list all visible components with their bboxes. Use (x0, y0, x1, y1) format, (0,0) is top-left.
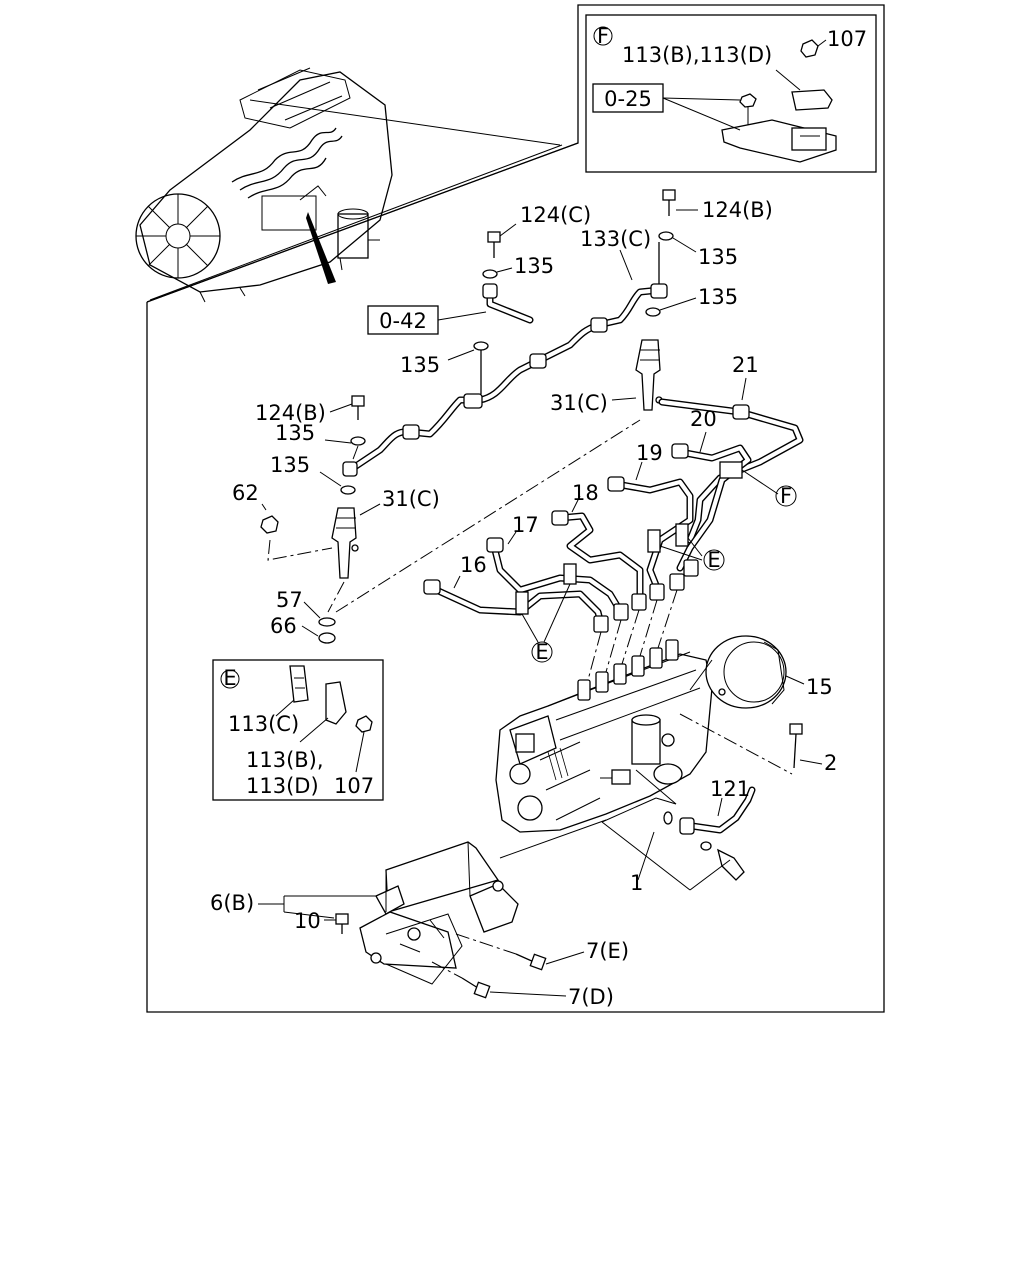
pipe-clamp-5 (719, 461, 743, 479)
nozzle-31c-left: 31(C) (331, 487, 440, 579)
label-6b: 6(B) (210, 891, 254, 915)
inset-e: E 113(C) 113(B), 113(D) 107 (212, 659, 384, 801)
label-135-e: 135 (275, 421, 315, 445)
timer-15-icon (689, 635, 787, 709)
label-135-c: 135 (698, 285, 738, 309)
label-17: 17 (512, 513, 539, 537)
inset-e-marker-text: E (223, 666, 236, 690)
label-21: 21 (732, 353, 759, 377)
label-62: 62 (232, 481, 259, 505)
callout-f-text: F (780, 484, 792, 508)
label-135-b: 135 (698, 245, 738, 269)
label-inset-e-113d: 113(D) (246, 774, 319, 798)
label-15: 15 (806, 675, 833, 699)
clip-113c-icon (289, 665, 309, 703)
bolt-124c-icon (487, 223, 517, 258)
callout-f (775, 485, 797, 507)
seal-66-icon (318, 632, 336, 644)
inset-e-marker (220, 669, 240, 689)
label-19: 19 (636, 441, 663, 465)
washer-135-f-icon (340, 485, 356, 495)
bolt-7e-icon (515, 953, 547, 971)
label-66: 66 (270, 614, 297, 638)
delivery-valve-holders (577, 639, 679, 701)
clamp-113b-icon (325, 681, 347, 725)
label-133c: 133(C) (580, 227, 651, 251)
callout-e-right (703, 549, 725, 571)
washer-135-c-icon (645, 307, 661, 317)
label-135-d: 135 (400, 353, 440, 377)
small-nut-icon (739, 93, 757, 108)
label-124b-top: 124(B) (702, 198, 773, 222)
label-16: 16 (460, 553, 487, 577)
washer-135-e-icon (350, 436, 366, 446)
engine-overview-illustration (135, 67, 563, 303)
label-57: 57 (276, 588, 303, 612)
label-121: 121 (710, 777, 750, 801)
bolt-124b-top-icon (662, 189, 698, 216)
pipe-clamp-2 (563, 563, 577, 585)
label-inset-e-113c: 113(C) (228, 712, 299, 736)
washer-135-a-icon (482, 269, 498, 279)
label-18: 18 (572, 481, 599, 505)
label-10: 10 (294, 909, 321, 933)
label-20: 20 (690, 407, 717, 431)
washer-135-b-icon (658, 231, 674, 241)
label-124b-left: 124(B) (255, 401, 326, 425)
callout-e-bottom-text: E (535, 640, 548, 664)
pipe-clamp-3 (647, 529, 661, 553)
bolt-7d-icon (461, 977, 491, 999)
bolt-2-icon (789, 723, 803, 769)
pipe-121-icon (663, 786, 756, 881)
injection-pump (495, 639, 713, 833)
label-135-a: 135 (514, 254, 554, 278)
clamp-icon (791, 89, 833, 111)
bolt-124b-left-icon (351, 395, 365, 420)
pump-1-leaders (499, 769, 731, 891)
main-frame (146, 4, 885, 1013)
clip-block-icon (791, 127, 827, 151)
inset-f-marker-text: F (597, 24, 609, 48)
leak-off-pipe-assembly: 124(C) 124(B) 133(C) 135 135 135 135 0-4… (255, 189, 773, 495)
inset-f-part-label: 113(B),113(D) (622, 43, 772, 67)
ref-box-0-25-text: 0-25 (604, 87, 652, 111)
gasket-57-icon (318, 617, 336, 627)
nozzle-31c-right: 31(C) (550, 339, 663, 415)
bracket-6b-icon (359, 841, 519, 985)
pointer-arrow (306, 212, 336, 284)
pipe-clamp-1 (515, 591, 529, 615)
inset-f-nut-label: 107 (827, 27, 867, 51)
frame-diagonal (146, 142, 579, 303)
label-124c: 124(C) (520, 203, 591, 227)
label-7d: 7(D) (568, 985, 614, 1009)
nut-62-icon (260, 503, 279, 534)
label-inset-e-107: 107 (334, 774, 374, 798)
callout-e-bottom (531, 641, 553, 663)
callout-e-right-text: E (707, 548, 720, 572)
washer-135-d-icon (473, 341, 489, 351)
label-135-f: 135 (270, 453, 310, 477)
inset-f-marker (593, 26, 613, 46)
label-inset-e-113b: 113(B), (246, 748, 324, 772)
label-31c-right: 31(C) (550, 391, 608, 415)
nut-107-icon (800, 39, 819, 58)
inset-f: F 113(B),113(D) 107 0-25 (585, 14, 877, 173)
bolt-10-icon (335, 913, 349, 934)
label-31c-left: 31(C) (382, 487, 440, 511)
injection-pipes: 21 20 19 18 17 16 (423, 353, 804, 681)
label-1: 1 (630, 871, 643, 895)
label-7e: 7(E) (586, 939, 629, 963)
inset-e-nut-107-icon (355, 715, 373, 733)
label-2: 2 (824, 751, 837, 775)
pipe-clamp-4 (675, 523, 689, 547)
ref-box-0-42-text: 0-42 (379, 309, 427, 333)
